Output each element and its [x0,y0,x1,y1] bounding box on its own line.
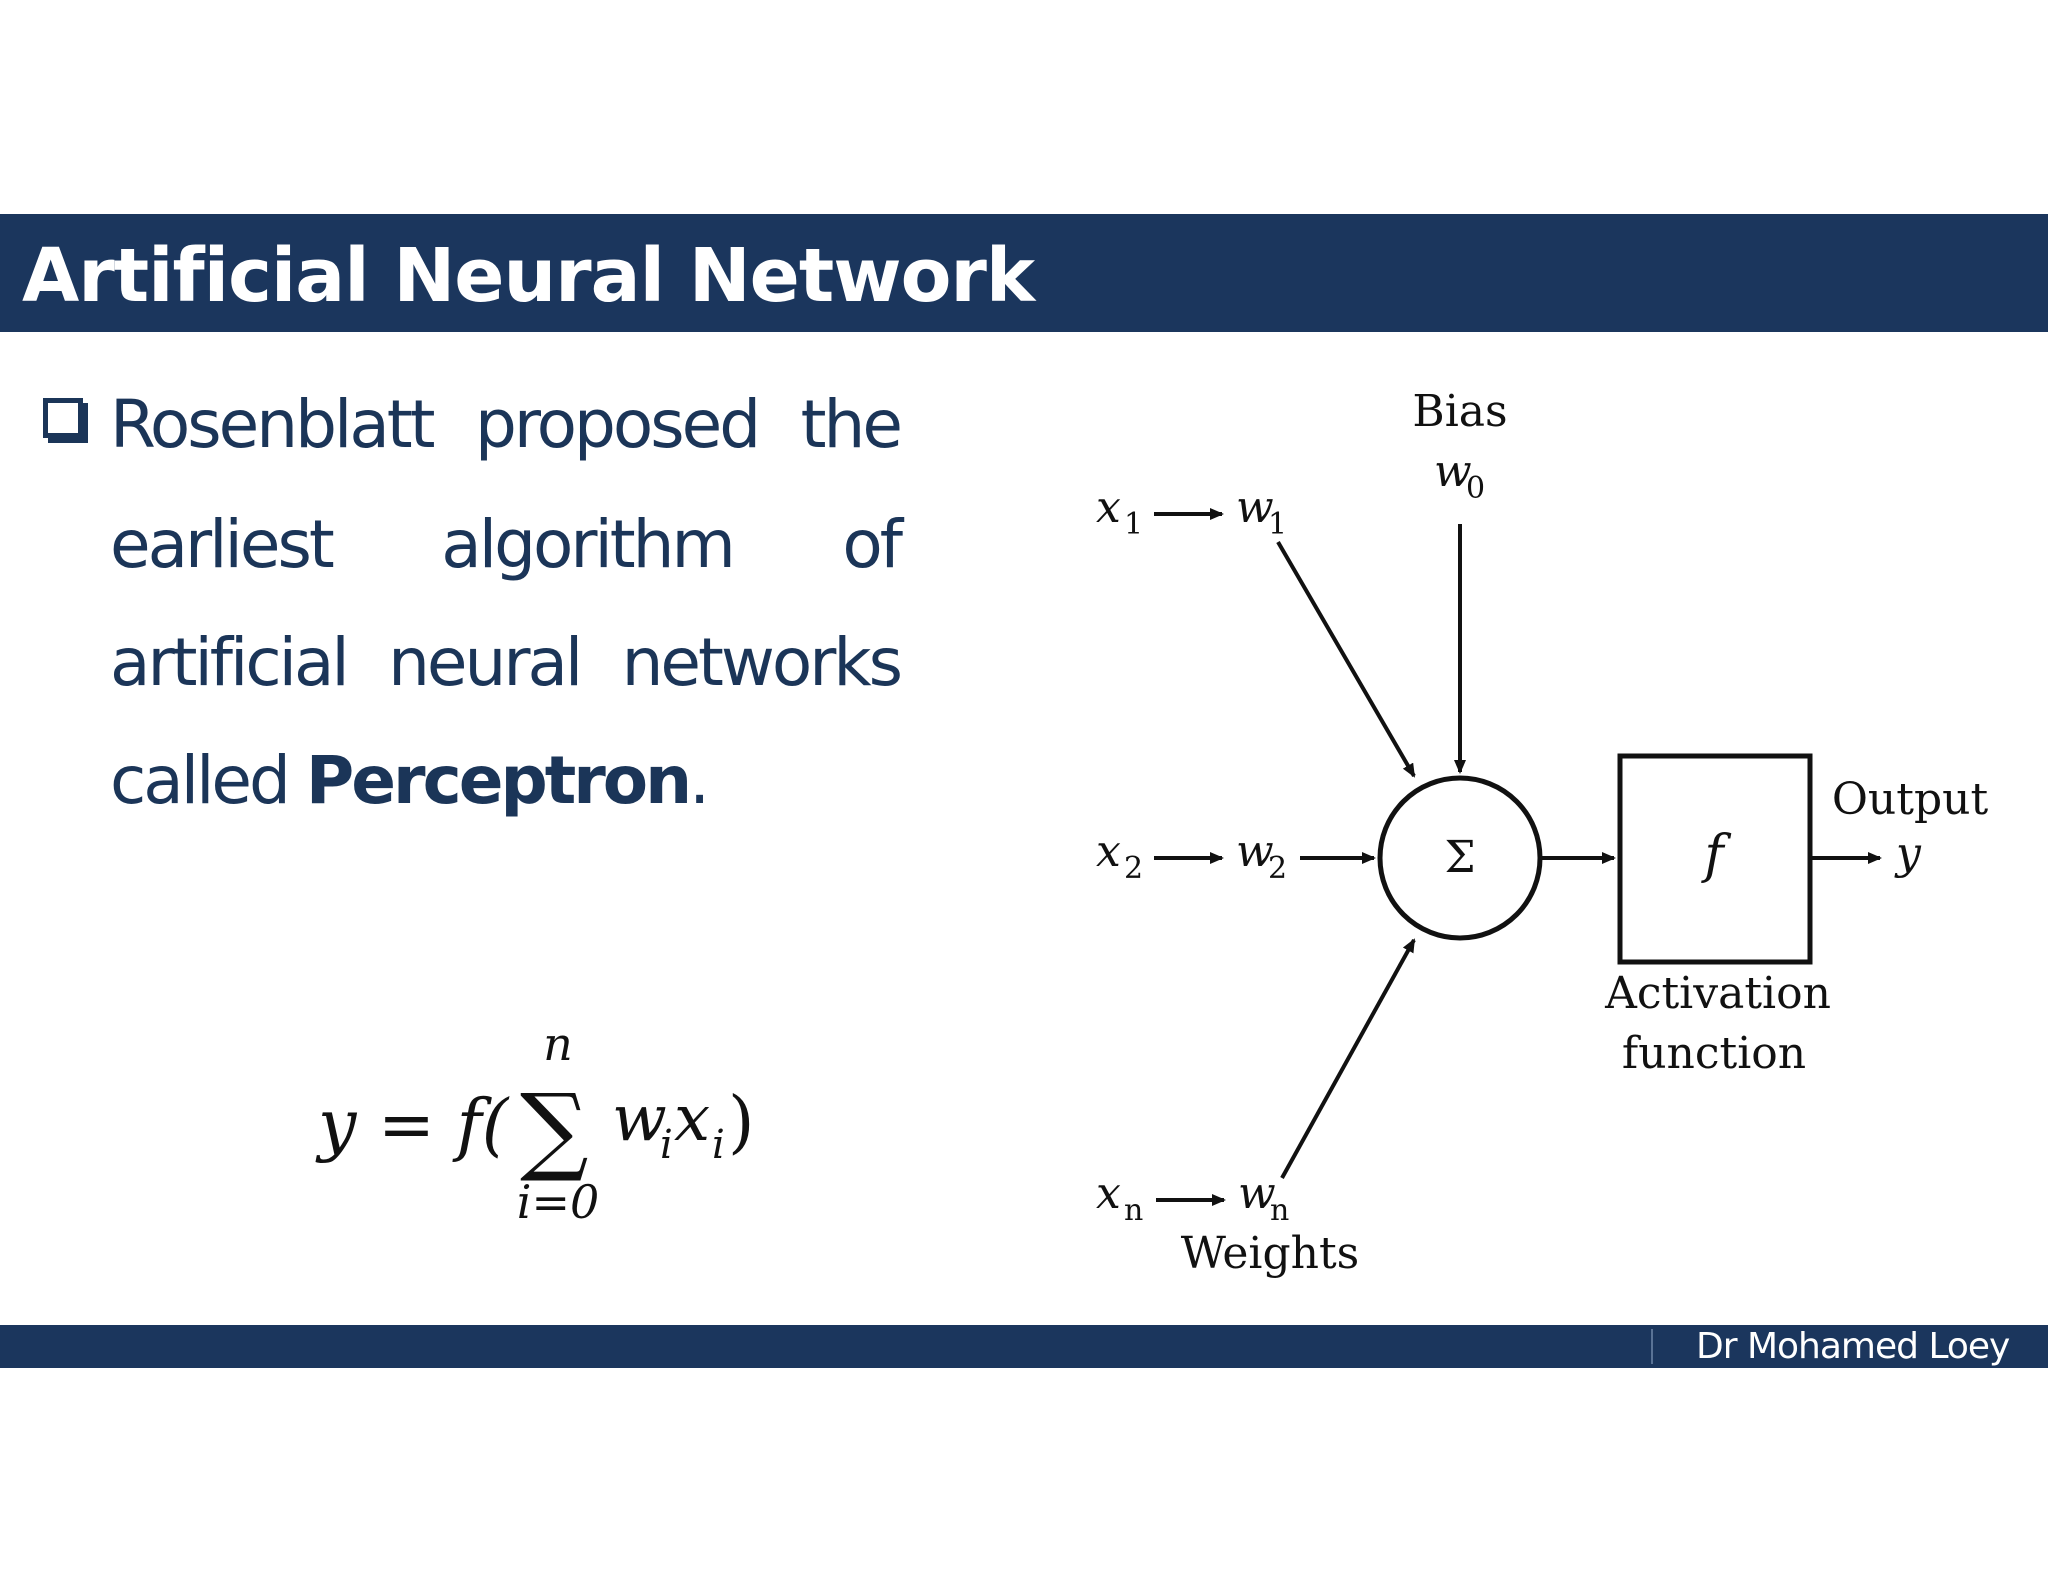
bullet-line-4: called Perceptron . [110,738,900,822]
input-n-x: x [1096,1168,1121,1219]
input-2-x-subscript: 2 [1124,851,1143,886]
perceptron-formula: y = f( ∑ n i=0 w i x i ) [315,1017,755,1229]
word: the [800,385,903,463]
input-1-x: x [1096,482,1121,533]
slide-title: Artificial Neural Network [22,233,1035,319]
word: Rosenblatt [110,385,436,463]
bias-weight-w: w [1434,446,1472,497]
perceptron-term: Perceptron [305,741,692,819]
author-name: Dr Mohamed Loey [1696,1326,2010,1367]
bullet-line-3: artificial neural networks [110,620,903,704]
formula-lhs: y = f( [315,1086,510,1165]
word: algorithm [441,505,736,583]
weight-n-subscript: n [1270,1193,1289,1228]
activation-box [1617,753,1813,965]
sigma-icon: Σ [1444,832,1475,883]
formula-w: w [612,1082,667,1156]
title-bar [0,214,2048,332]
input-2-x: x [1096,826,1121,877]
formula-sum-icon: ∑ [520,1073,589,1185]
weight-1-subscript: 1 [1268,507,1287,542]
word: neural [388,623,583,701]
footer-bar [0,1325,2048,1368]
weight-2-subscript: 2 [1268,851,1287,886]
weight-1-w: w [1236,482,1274,533]
weight-1-arrow [1276,540,1416,778]
output-symbol: y [1894,828,1922,879]
word: of [842,505,903,583]
formula-x-subscript: i [712,1122,725,1168]
activation-label-line-2: function [1622,1028,1806,1079]
formula-lower-limit: i=0 [517,1175,600,1229]
formula-w-subscript: i [660,1122,673,1168]
bullet-square-icon [43,398,83,438]
bias-weight-subscript: 0 [1466,471,1485,506]
weight-n-arrow [1280,938,1416,1179]
text-prefix: called [110,741,306,819]
bullet-line-1: Rosenblatt proposed the [110,382,903,466]
summation-node [1377,775,1543,941]
formula-upper-limit: n [543,1017,573,1071]
weights-label: Weights [1181,1228,1360,1279]
bias-label: Bias [1412,386,1507,437]
bullet-line-2: earliest algorithm of [110,502,903,586]
text-suffix: . [689,741,710,819]
word: earliest [110,505,335,583]
activation-label-line-1: Activation [1604,968,1831,1019]
formula-x: x [674,1082,710,1156]
formula-close-paren: ) [728,1083,755,1162]
word: proposed [475,385,761,463]
output-label: Output [1832,774,1989,825]
input-n-x-subscript: n [1124,1193,1143,1228]
footer-divider [1651,1329,1653,1364]
weight-n-w: w [1238,1168,1276,1219]
weight-2-w: w [1236,826,1274,877]
word: networks [621,623,903,701]
input-1-x-subscript: 1 [1124,507,1143,542]
word: artificial [110,623,350,701]
